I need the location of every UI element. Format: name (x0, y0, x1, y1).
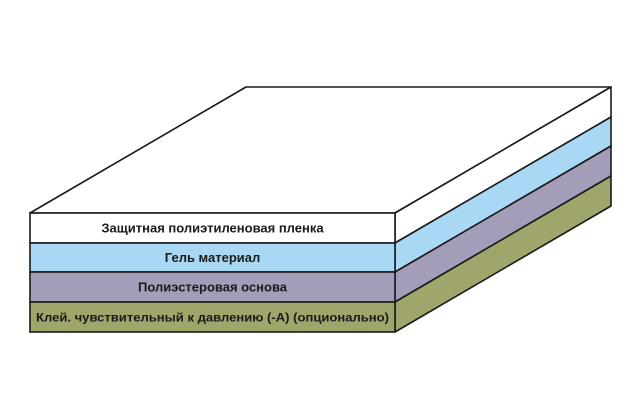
layer-gel-material-front (29, 242, 396, 273)
layer-pressure-adhesive-front (29, 301, 396, 333)
layer-pressure-adhesive-label: Клей. чувствительный к давлению (-А) (оп… (36, 313, 389, 325)
layer-gel-material-label: Гель материал (165, 250, 261, 265)
layer-polyester-base-label: Полиэстеровая основа (138, 280, 288, 295)
layer-protective-film-front (29, 212, 396, 244)
layer-protective-film-label: Защитная полиэтиленовая пленка (101, 221, 324, 236)
layer-protective-film: Защитная полиэтиленовая пленка (29, 86, 612, 244)
layer-pressure-adhesive: Клей. чувствительный к давлению (-А) (оп… (29, 175, 612, 333)
layer-gel-material: Гель материал (29, 116, 612, 273)
layer-polyester-base: Полиэстеровая основа (29, 145, 612, 303)
